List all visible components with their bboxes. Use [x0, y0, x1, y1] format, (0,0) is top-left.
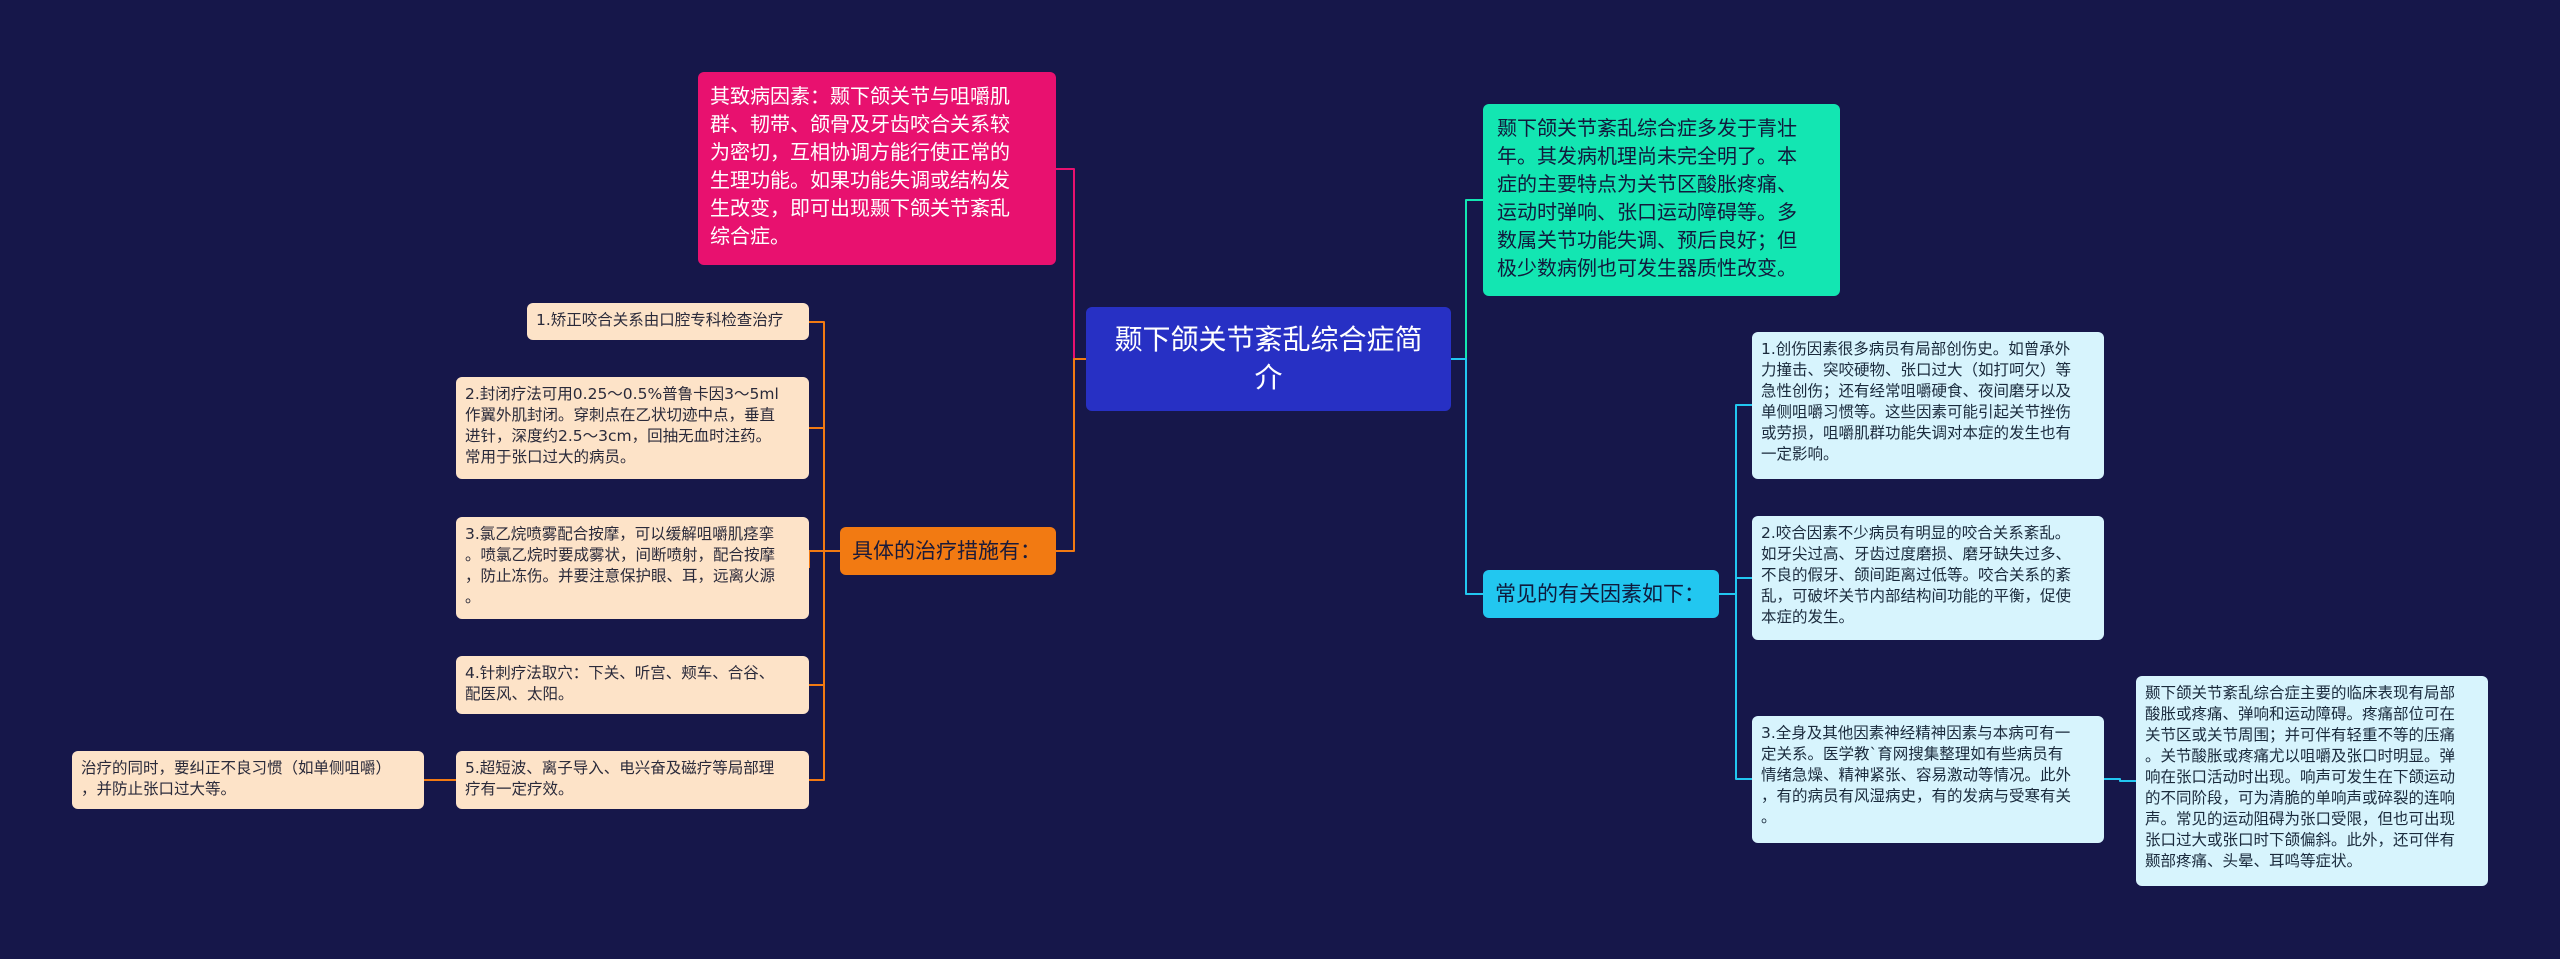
factors-branch[interactable]: 常见的有关因素如下：	[1483, 570, 1719, 618]
root-topic[interactable]: 颞下颌关节紊乱综合症简 介	[1086, 307, 1451, 411]
intro-node[interactable]: 颞下颌关节紊乱综合症多发于青壮 年。其发病机理尚未完全明了。本 症的主要特点为关…	[1483, 104, 1840, 296]
link-root-cause	[1056, 168, 1086, 360]
factor-item-1[interactable]: 1.创伤因素很多病员有局部创伤史。如曾承外 力撞击、突咬硬物、张口过大（如打呵欠…	[1752, 332, 2104, 479]
treatment-item-1[interactable]: 1.矫正咬合关系由口腔专科检查治疗	[527, 303, 809, 340]
treatment-item-3[interactable]: 3.氯乙烷喷雾配合按摩，可以缓解咀嚼肌痉挛 。喷氯乙烷时要成雾状，间断喷射，配合…	[456, 517, 809, 619]
link-root-treatment	[1056, 358, 1086, 552]
link-root-intro	[1451, 199, 1483, 360]
link-treatment-2	[809, 427, 840, 552]
link-symptoms-note	[2104, 778, 2136, 782]
link-factor-1	[1719, 404, 1752, 595]
link-treatment-5	[809, 550, 840, 781]
treatment-branch[interactable]: 具体的治疗措施有：	[840, 527, 1056, 575]
factor-item-2[interactable]: 2.咬合因素不少病员有明显的咬合关系紊乱。 如牙尖过高、牙齿过度磨损、磨牙缺失过…	[1752, 516, 2104, 640]
treatment-item-4[interactable]: 4.针刺疗法取穴：下关、听宫、颊车、合谷、 配医风、太阳。	[456, 656, 809, 714]
factor-item-3[interactable]: 3.全身及其他因素神经精神因素与本病可有一 定关系。医学教`育网搜集整理如有些病…	[1752, 716, 2104, 843]
link-factor-3	[1719, 593, 1752, 780]
link-root-factors	[1451, 358, 1483, 595]
link-factor-2	[1719, 577, 1752, 595]
cause-node[interactable]: 其致病因素：颞下颌关节与咀嚼肌 群、韧带、颌骨及牙齿咬合关系较 为密切，互相协调…	[698, 72, 1056, 265]
treatment-item-5[interactable]: 5.超短波、离子导入、电兴奋及磁疗等局部理 疗有一定疗效。	[456, 751, 809, 809]
treatment-item-2[interactable]: 2.封闭疗法可用0.25～0.5%普鲁卡因3～5ml 作翼外肌封闭。穿刺点在乙状…	[456, 377, 809, 479]
symptoms-note[interactable]: 颞下颌关节紊乱综合症主要的临床表现有局部 酸胀或疼痛、弹响和运动障碍。疼痛部位可…	[2136, 676, 2488, 886]
treatment-note[interactable]: 治疗的同时，要纠正不良习惯（如单侧咀嚼） ，并防止张口过大等。	[72, 751, 424, 809]
